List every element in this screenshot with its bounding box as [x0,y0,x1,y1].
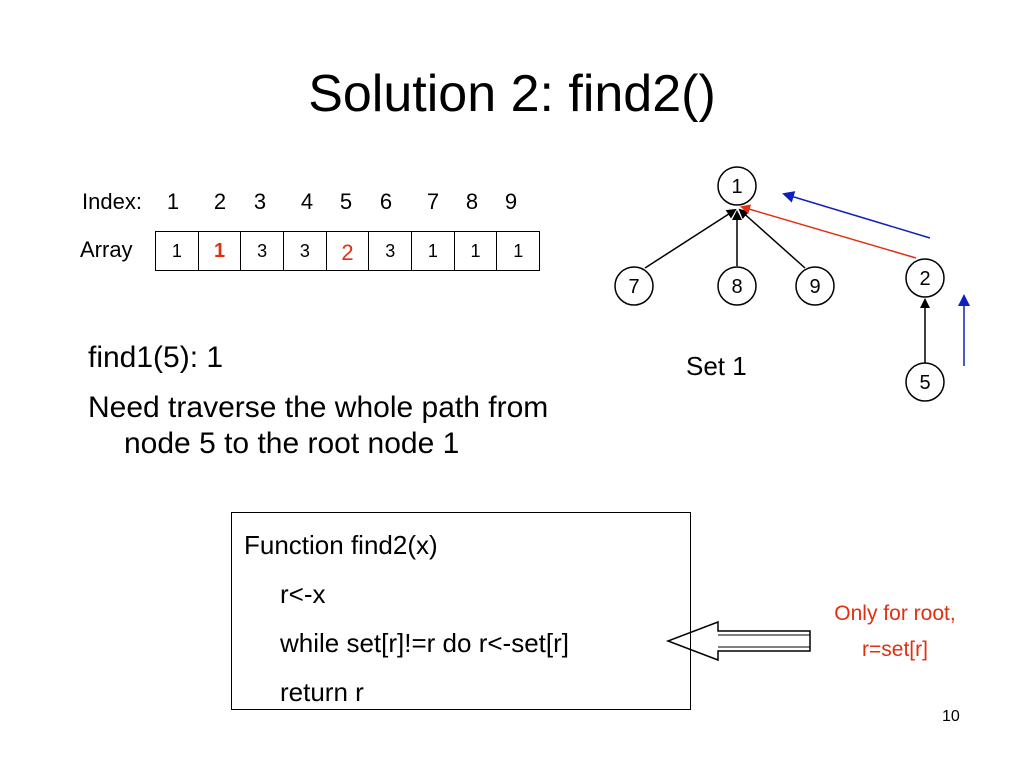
index-value: 7 [426,189,440,214]
node-label: 8 [731,276,742,298]
array-label: Array [80,237,133,262]
tree-node: 5 [905,362,945,402]
bullet-list: find1(5): 1 Need traverse the whole path… [88,340,728,476]
node-label: 1 [731,176,742,198]
bullet-text: find1(5): 1 [88,341,224,374]
note-line: Only for root, [834,602,956,625]
index-value: 5 [339,189,353,214]
index-value: 2 [213,189,227,214]
bullet-item: Need traverse the whole path from node 5… [88,390,728,462]
slide-title: Solution 2: find2() [308,65,716,123]
tree-node: 8 [717,266,757,306]
index-value: 3 [253,189,267,214]
code-box: Function find2(x) r<-x while set[r]!=r d… [231,512,691,710]
array-table: 1 1 3 3 2 3 1 1 1 [155,231,540,271]
array-cell: 1 [412,232,455,270]
array-cell: 3 [241,232,285,270]
left-arrow-icon [665,620,811,662]
index-value: 6 [379,189,393,214]
tree-edge [738,208,806,269]
node-label: 9 [809,276,820,298]
tree-node: 9 [795,266,835,306]
tree-edge-red [740,204,917,259]
code-line: return r [280,677,364,707]
array-cell: 1 [156,232,199,270]
array-cell: 1 [513,240,524,261]
path-arrow-blue [782,191,931,239]
note-line: r=set[r] [862,638,928,661]
set-label: Set 1 [686,351,747,381]
bullet-item: find1(5): 1 [88,340,728,376]
array-cell-highlighted: 1 [199,232,242,270]
code-line: r<-x [280,579,326,609]
index-label: Index: [82,189,142,214]
tree-node: 7 [614,266,654,306]
tree-node: 1 [717,166,757,206]
node-label: 7 [628,276,639,298]
array-cell-highlighted: 2 [327,232,370,270]
tree-edge [644,208,737,269]
array-cell: 3 [284,232,327,270]
array-cell: 3 [369,232,413,270]
page-number: 10 [942,708,960,725]
root-note: Only for root, r=set[r] [800,596,990,668]
node-label: 2 [919,268,930,290]
node-label: 5 [919,372,930,394]
code-line: Function find2(x) [244,530,438,560]
tree-node: 2 [905,258,945,298]
code-line: while set[r]!=r do r<-set[r] [280,628,569,658]
index-value: 1 [166,189,180,214]
bullet-continuation: node 5 to the root node 1 [124,427,460,460]
bullet-text: Need traverse the whole path from [88,391,549,424]
index-value: 8 [465,189,479,214]
index-value: 4 [300,189,314,214]
index-value: 9 [504,189,518,214]
array-cell: 1 [455,232,498,270]
